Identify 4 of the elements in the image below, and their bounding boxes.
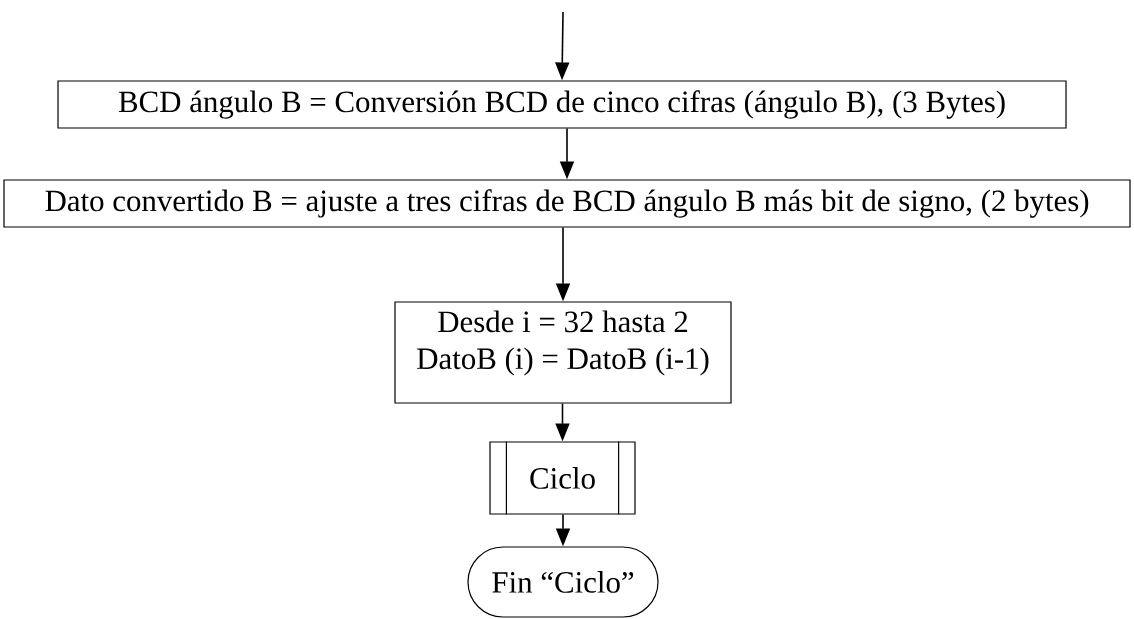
process-box: BCD ángulo B = Conversión BCD de cinco cifras (ángulo B), (3 Bytes) [57, 80, 1067, 129]
subroutine-box: Ciclo [489, 440, 636, 516]
process-box: Dato convertido B = ajuste a tres cifras de BCD ángulo B más bit de signo, (2 bytes) [3, 179, 1131, 228]
process-box: Desde i = 32 hasta 2 DatoB (i) = DatoB (i-1) [394, 301, 732, 404]
